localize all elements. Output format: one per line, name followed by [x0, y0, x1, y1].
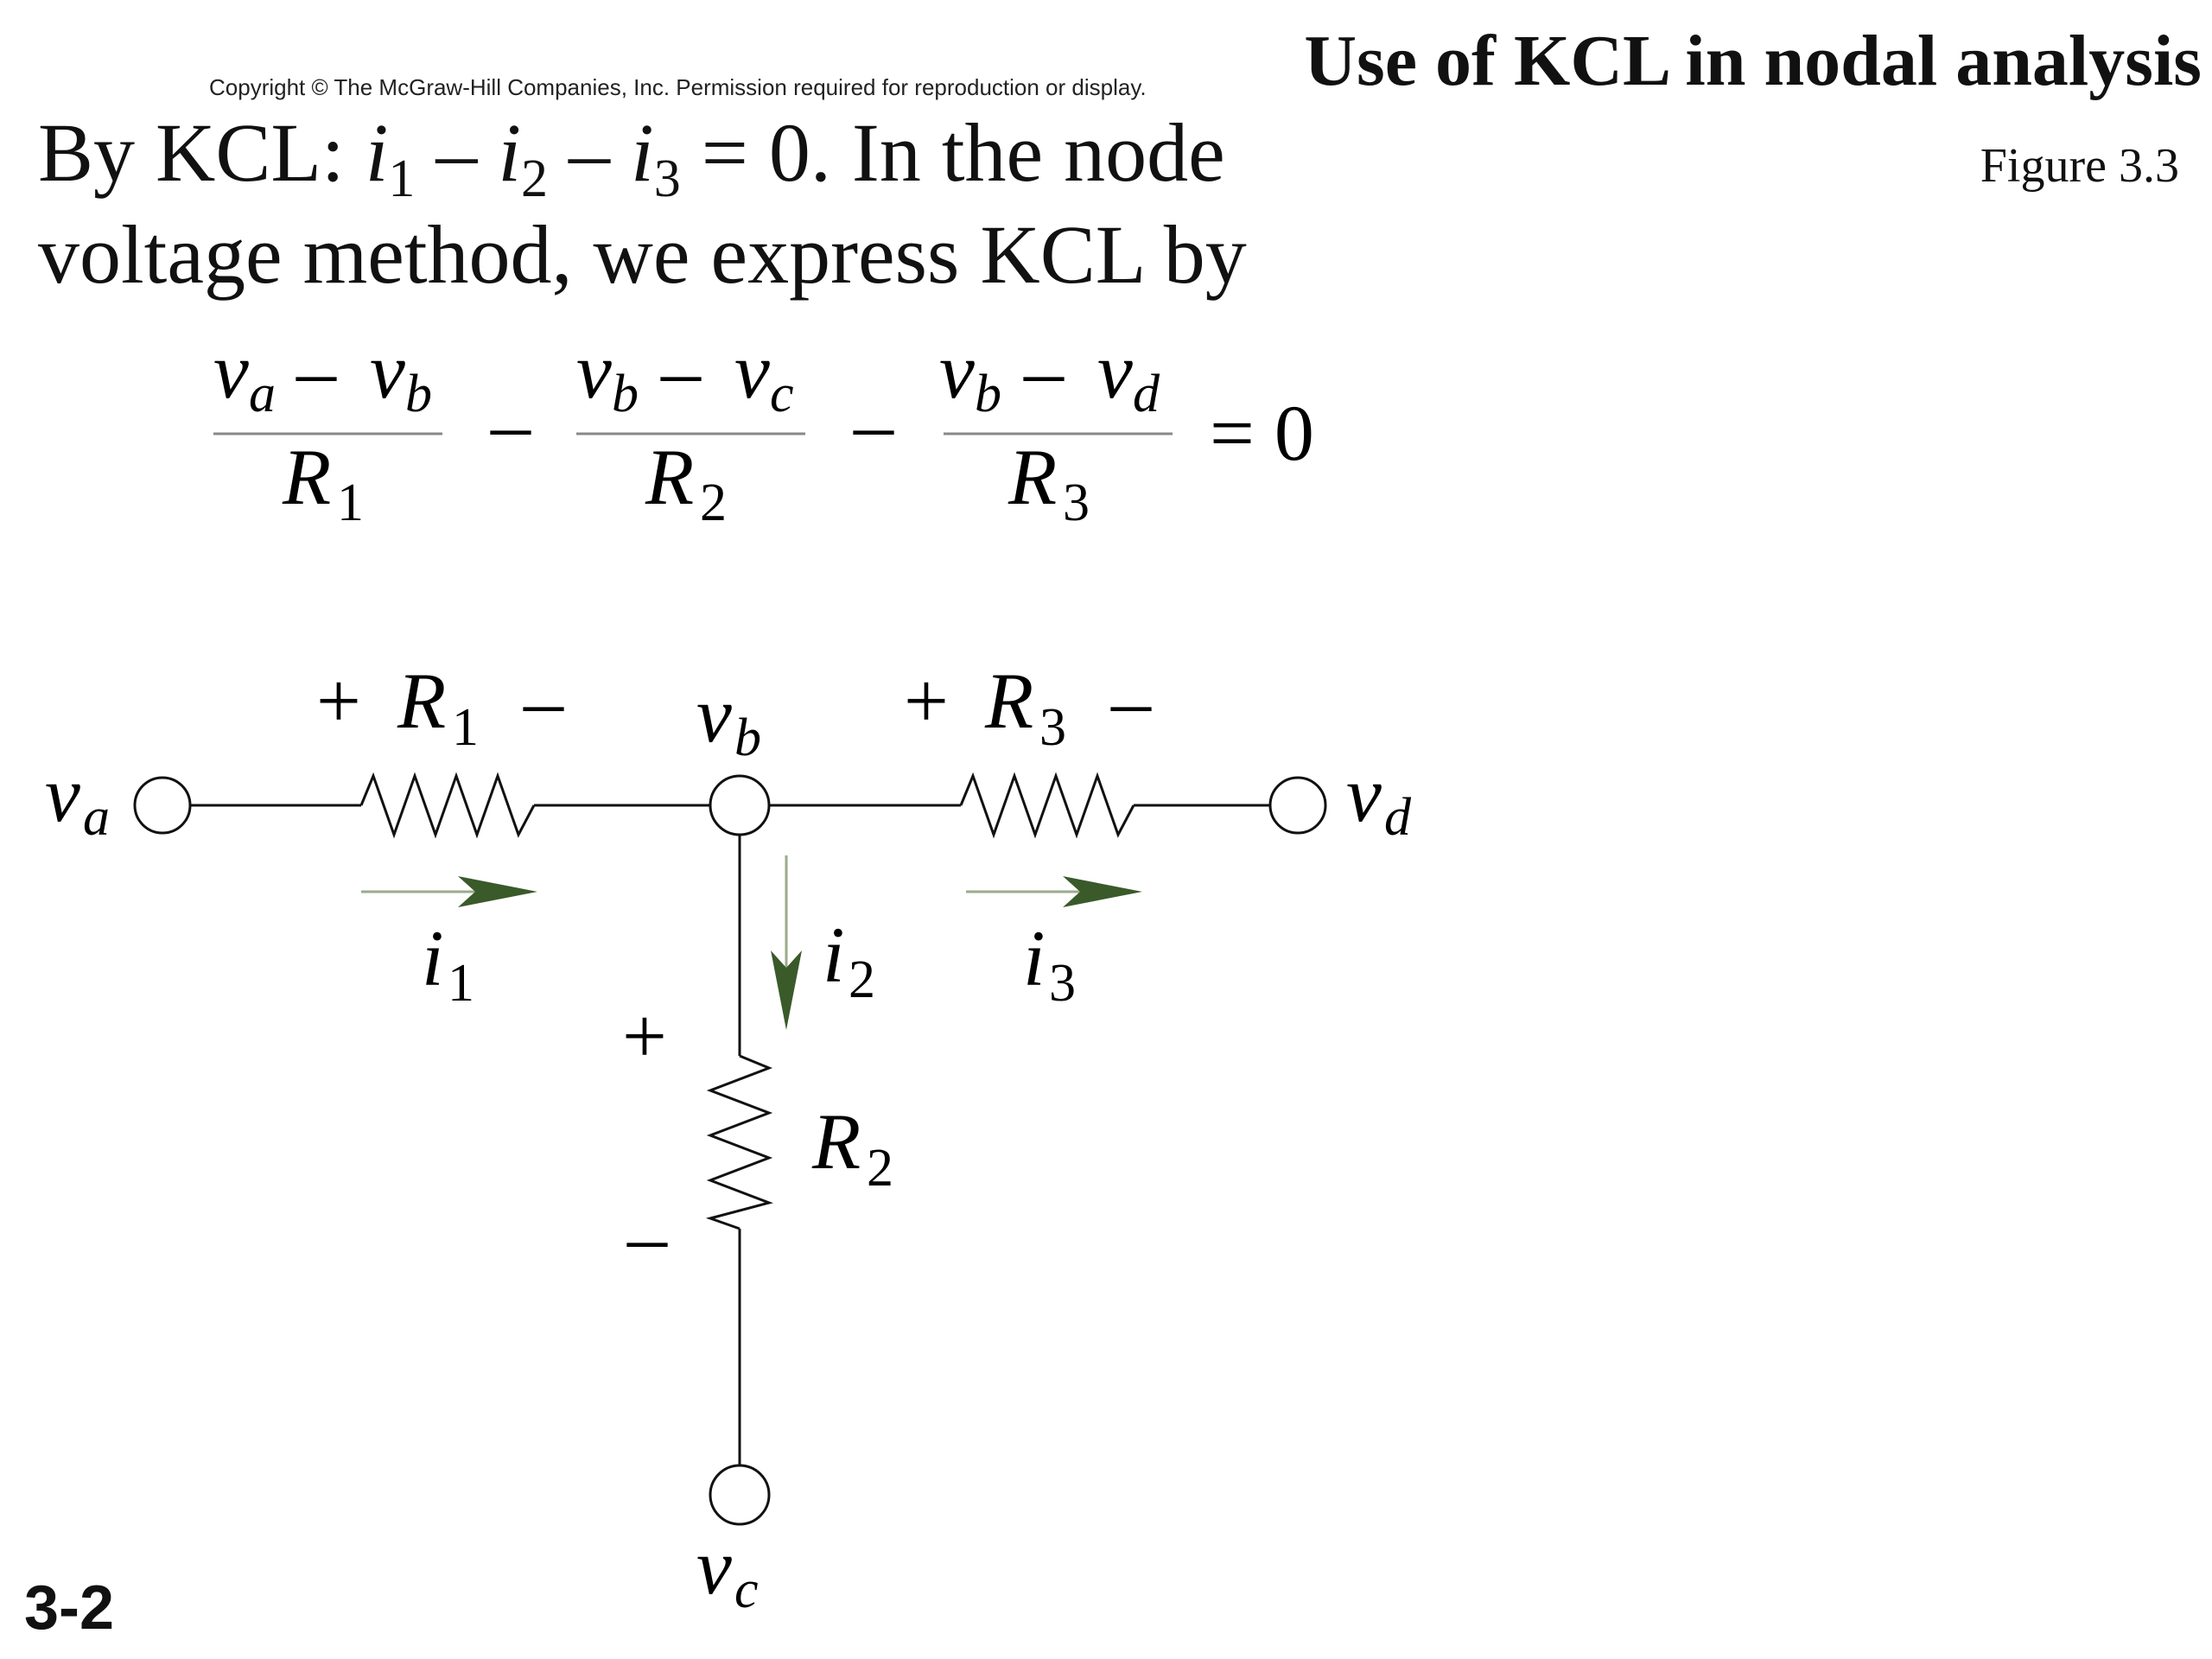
va-subscript: a	[249, 365, 276, 423]
r3-plus: +	[904, 657, 949, 745]
minus-sign: –	[415, 106, 499, 199]
fraction-minus: –	[296, 328, 337, 415]
vb-symbol: v	[939, 328, 975, 415]
vb-symbol: v	[576, 328, 612, 415]
resistor-r2	[705, 1054, 773, 1230]
vd-label: v	[1346, 750, 1382, 838]
r1-label-subscript: 1	[452, 698, 479, 757]
vb-label-subscript: b	[734, 709, 761, 767]
terminal-vd	[1268, 776, 1327, 835]
r3-symbol: R	[1007, 433, 1057, 521]
term-1: v a – v b R 1	[213, 328, 442, 532]
minus-sign: –	[548, 106, 632, 199]
vb-subscript: b	[612, 365, 639, 423]
term-2: v b – v c R 2	[576, 328, 805, 532]
vc-subscript: c	[770, 365, 794, 423]
arrow-i1	[361, 876, 537, 907]
fraction-minus: –	[660, 328, 702, 415]
r1-symbol: R	[282, 433, 331, 521]
r2-symbol: R	[645, 433, 694, 521]
slide-title: Use of KCL in nodal analysis	[1304, 21, 2202, 101]
subscript: 2	[521, 149, 549, 208]
i3-label-subscript: 3	[1049, 954, 1076, 1013]
va-label-subscript: a	[83, 788, 110, 847]
vb-subscript: b	[975, 365, 1001, 423]
r2-label-subscript: 2	[867, 1139, 893, 1198]
fraction-minus: –	[1023, 328, 1065, 415]
subscript: 3	[653, 149, 681, 208]
terminal-vc	[709, 1464, 771, 1526]
copyright-notice: Copyright © The McGraw-Hill Companies, I…	[209, 74, 1147, 100]
i2-label-subscript: 2	[849, 950, 875, 1009]
vc-label-subscript: c	[734, 1560, 759, 1619]
resistor-r1	[359, 772, 536, 839]
r2-plus: +	[622, 992, 667, 1080]
terminal-va	[133, 776, 192, 835]
va-label: v	[45, 750, 80, 838]
kcl-prefix: By KCL:	[38, 106, 365, 199]
r1-plus: +	[316, 657, 361, 745]
r2-label: R	[811, 1097, 861, 1185]
r1-label: R	[397, 657, 446, 745]
kcl-line-2: voltage method, we express KCL by	[38, 208, 1247, 301]
resistor-r3	[959, 772, 1135, 839]
kcl-suffix: = 0. In the node	[680, 106, 1225, 199]
operator-minus: –	[853, 380, 894, 468]
term-3: v b – v d R 3	[939, 328, 1173, 532]
node-voltage-equation: v a – v b R 1 – v b – v c R 2 – v b – v …	[213, 328, 1314, 532]
vb-label: v	[696, 671, 732, 759]
vc-label: v	[696, 1522, 732, 1611]
figure-label: Figure 3.3	[1980, 139, 2179, 193]
arrow-i2	[771, 855, 802, 1030]
vb-subscript: b	[405, 365, 432, 423]
r1-subscript: 1	[337, 474, 364, 532]
r2-subscript: 2	[700, 474, 727, 532]
r3-label-subscript: 3	[1039, 698, 1066, 757]
r3-label: R	[984, 657, 1033, 745]
node-vb	[709, 774, 771, 836]
current-symbol: i	[365, 106, 389, 199]
equals-zero: = 0	[1210, 389, 1314, 477]
vd-subscript: d	[1133, 365, 1160, 423]
i1-label: i	[422, 914, 444, 1002]
subscript: 1	[388, 149, 416, 208]
r3-minus: –	[1110, 657, 1152, 745]
i1-label-subscript: 1	[448, 954, 474, 1013]
r3-subscript: 3	[1063, 474, 1090, 532]
i2-label: i	[823, 911, 845, 999]
va-symbol: v	[213, 328, 249, 415]
vc-symbol: v	[734, 328, 770, 415]
slide-number: 3-2	[24, 1573, 115, 1643]
kcl-intro-text: By KCL: i1 – i2 – i3 = 0. In the node vo…	[38, 102, 1386, 306]
i3-label: i	[1023, 914, 1046, 1002]
r2-minus: –	[626, 1192, 668, 1281]
r1-minus: –	[523, 657, 564, 745]
arrow-i3	[966, 876, 1142, 907]
kcl-statement-line: By KCL: i1 – i2 – i3 = 0. In the node	[38, 102, 1386, 206]
current-symbol: i	[498, 106, 522, 199]
vd-symbol: v	[1097, 328, 1133, 415]
current-symbol: i	[631, 106, 654, 199]
vd-label-subscript: d	[1384, 788, 1412, 847]
operator-minus: –	[490, 380, 531, 468]
vb-symbol: v	[370, 328, 405, 415]
